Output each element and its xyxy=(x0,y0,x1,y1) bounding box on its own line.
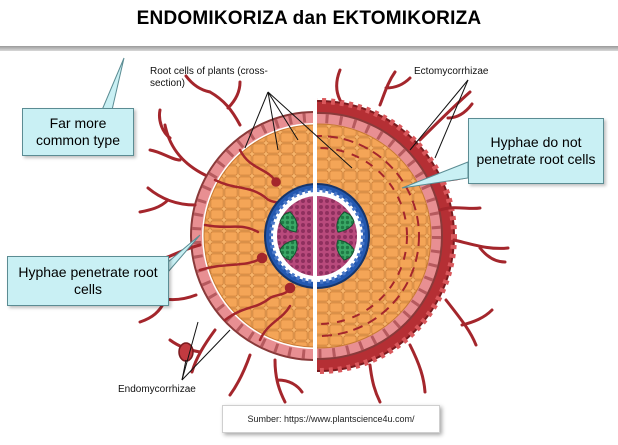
title-divider xyxy=(0,46,618,51)
callout-common-type-text: Far more common type xyxy=(35,115,121,148)
callout-common-type: Far more common type xyxy=(22,108,134,156)
callout-penetrate: Hyphae penetrate root cells xyxy=(7,256,169,306)
source-caption: Sumber: https://www.plantscience4u.com/ xyxy=(222,405,440,433)
page-title: ENDOMIKORIZA dan EKTOMIKORIZA xyxy=(136,8,482,29)
label-ectomycorrhizae: Ectomycorrhizae xyxy=(414,66,489,77)
leader-lines xyxy=(181,79,469,381)
label-endomycorrhizae: Endomycorrhizae xyxy=(118,384,196,395)
ectomycorrhiza-half xyxy=(317,68,510,404)
hartig-net xyxy=(317,135,420,337)
common-callout-pointer xyxy=(101,57,125,111)
label-root-cells: Root cells of plants (cross-section) xyxy=(150,66,268,89)
split-line xyxy=(313,90,317,390)
external-hyphae xyxy=(138,74,304,404)
callout-not-penetrate: Hyphae do not penetrate root cells xyxy=(468,118,604,184)
callout-not-penetrate-text: Hyphae do not penetrate root cells xyxy=(476,134,596,167)
callout-penetrate-text: Hyphae penetrate root cells xyxy=(18,264,158,297)
vesicle-icon xyxy=(178,342,194,362)
endomycorrhiza-half xyxy=(138,74,313,404)
